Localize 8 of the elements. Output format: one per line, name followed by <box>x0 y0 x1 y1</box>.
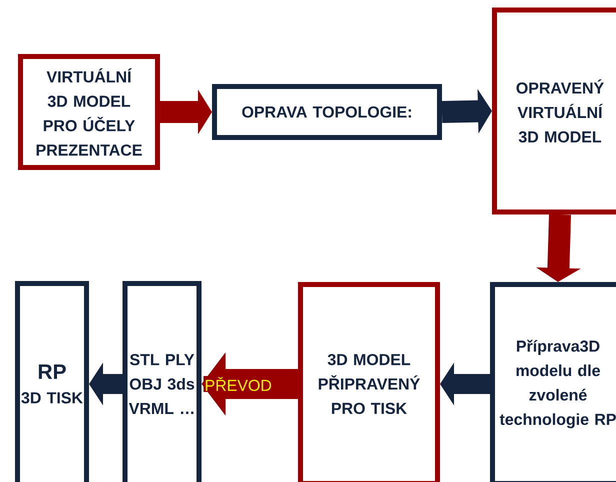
process-box: RP 3D TISK <box>15 281 89 482</box>
process-box: Příprava3D modelu dle zvolené technologie RP <box>490 282 616 482</box>
process-box: VIRTUÁLNÍ 3D MODEL PRO ÚČELY PREZENTACE <box>18 54 160 170</box>
edge-label: PŘEVOD <box>204 376 273 392</box>
process-box: 3D MODEL PŘIPRAVENÝ PRO TISK <box>298 282 440 482</box>
process-box: OPRAVENÝ VIRTUÁLNÍ 3D MODEL <box>492 8 616 214</box>
process-box: STL PLY OBJ 3ds VRML … <box>122 281 202 482</box>
process-box: OPRAVA TOPOLOGIE: <box>212 84 442 140</box>
